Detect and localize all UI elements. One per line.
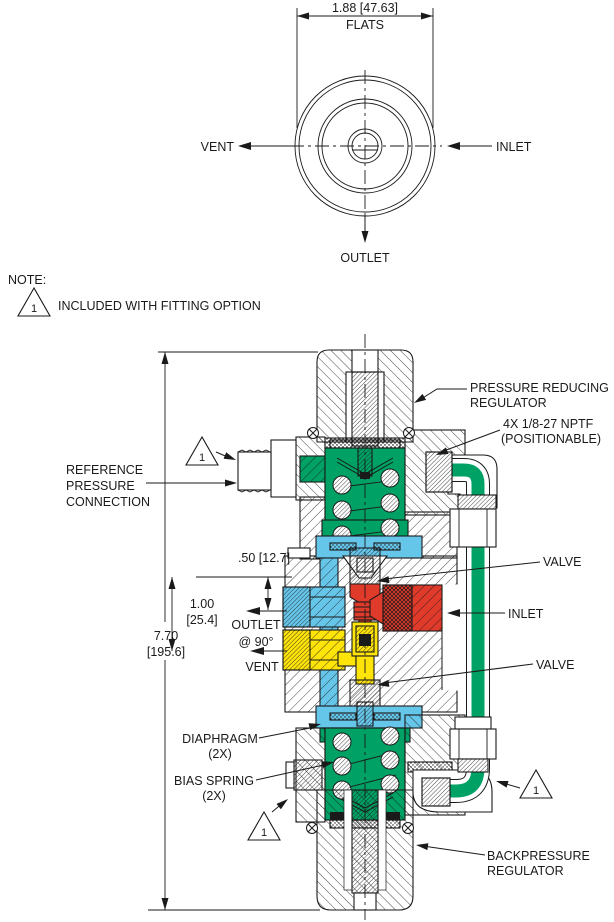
bias-spring-label-1: BIAS SPRING (174, 774, 254, 788)
outlet-port (282, 586, 346, 628)
svg-text:1: 1 (261, 827, 267, 839)
flag-reference: 1 (185, 435, 236, 466)
width-dim-text: 1.88 [47.63] (332, 1, 398, 15)
reference-fitting (237, 439, 326, 498)
spring-coil (332, 475, 352, 495)
vent-plug (293, 759, 323, 791)
inlet-port (369, 584, 443, 632)
callouts: PRESSURE REDUCING REGULATOR 4X 1/8-27 NP… (66, 381, 609, 878)
top-view: 1.88 [47.63] FLATS VENT INLET OUTLET (201, 1, 532, 265)
diaphragm-label-2: (2X) (208, 747, 232, 761)
outlet-top-label: OUTLET (340, 251, 390, 265)
note-block: NOTE: 1 INCLUDED WITH FITTING OPTION (8, 273, 261, 317)
note-title: NOTE: (8, 273, 46, 287)
dim-50: .50 [12.7] (238, 551, 290, 565)
vent-arrow (238, 142, 251, 150)
port-dimensions: .50 [12.7] 1.00 [25.4] OUTLET @ 90° VENT (168, 551, 292, 674)
outlet-angle-label: @ 90° (238, 635, 273, 649)
outlet-flow-arrow (246, 607, 260, 615)
inlet-arrow (447, 142, 460, 150)
vent-flow-arrow (250, 647, 264, 655)
nptf-label-1: 4X 1/8-27 NPTF (503, 417, 594, 431)
vent-top-label: VENT (201, 140, 235, 154)
backpressure-label-1: BACKPRESSURE (487, 849, 590, 863)
outlet-label: OUTLET (231, 618, 281, 632)
bias-spring-label-2: (2X) (202, 789, 226, 803)
bypass-tube (412, 451, 498, 813)
bolt-icon (306, 822, 318, 834)
svg-text:1: 1 (533, 785, 539, 797)
reference-label-3: CONNECTION (66, 495, 150, 509)
pressure-reducing-label-1: PRESSURE REDUCING (470, 381, 609, 395)
flag-bottom-right: 1 (496, 768, 553, 799)
note-text: INCLUDED WITH FITTING OPTION (58, 299, 261, 313)
backpressure-label-2: REGULATOR (487, 864, 564, 878)
diaphragm-label-1: DIAPHRAGM (182, 732, 258, 746)
svg-text:1: 1 (199, 452, 205, 464)
bolt-icon (307, 427, 319, 439)
outlet-arrow (361, 231, 369, 243)
vent-port (282, 629, 346, 671)
nptf-label-2: (POSITIONABLE) (501, 432, 601, 446)
inlet-top-label: INLET (496, 140, 532, 154)
note-flag-number: 1 (31, 303, 37, 315)
section-view: 7.70 [195.6] (66, 334, 609, 920)
valve-upper-label: VALVE (543, 555, 581, 569)
height-dim-mm: [195.6] (147, 645, 185, 659)
inlet-label: INLET (508, 607, 544, 621)
reference-label-2: PRESSURE (66, 479, 135, 493)
vent-label: VENT (245, 660, 279, 674)
dim-100-mm: [25.4] (186, 613, 217, 627)
reference-label-1: REFERENCE (66, 463, 143, 477)
bolt-icon (403, 427, 415, 439)
dim-100-in: 1.00 (190, 597, 214, 611)
bolt-icon (402, 822, 414, 834)
flag-bottom-left: 1 (247, 799, 288, 841)
note-flag-triangle (17, 286, 51, 317)
valve-lower-label: VALVE (536, 658, 574, 672)
flats-label: FLATS (346, 18, 384, 32)
pressure-reducing-label-2: REGULATOR (470, 396, 547, 410)
